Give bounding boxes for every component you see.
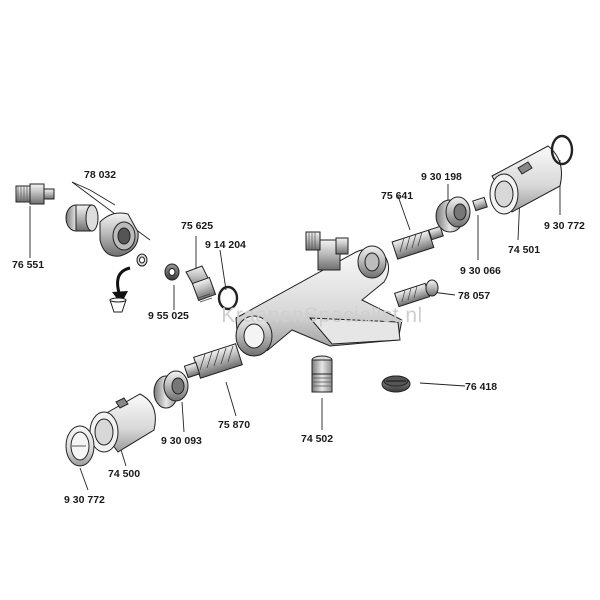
label-930093: 9 30 093 [161,435,202,447]
part-78057-fitting [393,279,439,308]
leader-lines [29,160,561,491]
label-76551: 76 551 [12,259,44,271]
part-930198-ring [435,196,471,233]
label-78057: 78 057 [458,290,490,302]
part-914204-o-ring [217,285,239,311]
label-955025: 9 55 025 [148,310,189,322]
part-74500-handle [89,393,156,453]
label-75870: 75 870 [218,419,250,431]
label-74501: 74 501 [508,244,540,256]
part-76551-nipple [15,183,55,205]
part-number-labels: 76 551 78 032 75 625 9 14 204 9 55 025 7… [12,169,585,506]
label-930772-bottom: 9 30 772 [64,494,105,506]
part-75870-cartridge [183,343,243,379]
label-75625: 75 625 [181,220,213,232]
label-930772-top: 9 30 772 [544,220,585,232]
label-74502: 74 502 [301,433,333,445]
part-930093-ring [153,370,189,409]
watermark-text: KraanenSpecialist.nl [221,304,422,327]
part-930772-cap-top [550,134,574,166]
label-78032: 78 032 [84,169,116,181]
part-78032-sleeve [65,204,148,267]
part-74501-handle [489,145,562,215]
label-75641: 75 641 [381,190,413,202]
part-955025-nut [164,263,180,281]
part-75625-check-valve [185,265,217,303]
part-930066-pin [472,196,488,212]
label-930066: 9 30 066 [460,265,501,277]
label-76418: 76 418 [465,381,497,393]
label-74500: 74 500 [108,468,140,480]
label-930198: 9 30 198 [421,171,462,183]
part-76418-plug [381,375,411,393]
part-mixer-body [235,231,403,357]
label-914204: 9 14 204 [205,239,246,251]
part-75641-cartridge [391,225,444,260]
part-930772-cap-bottom [65,425,95,467]
part-74502-outlet [311,355,333,393]
insert-arrow-icon [109,266,131,313]
